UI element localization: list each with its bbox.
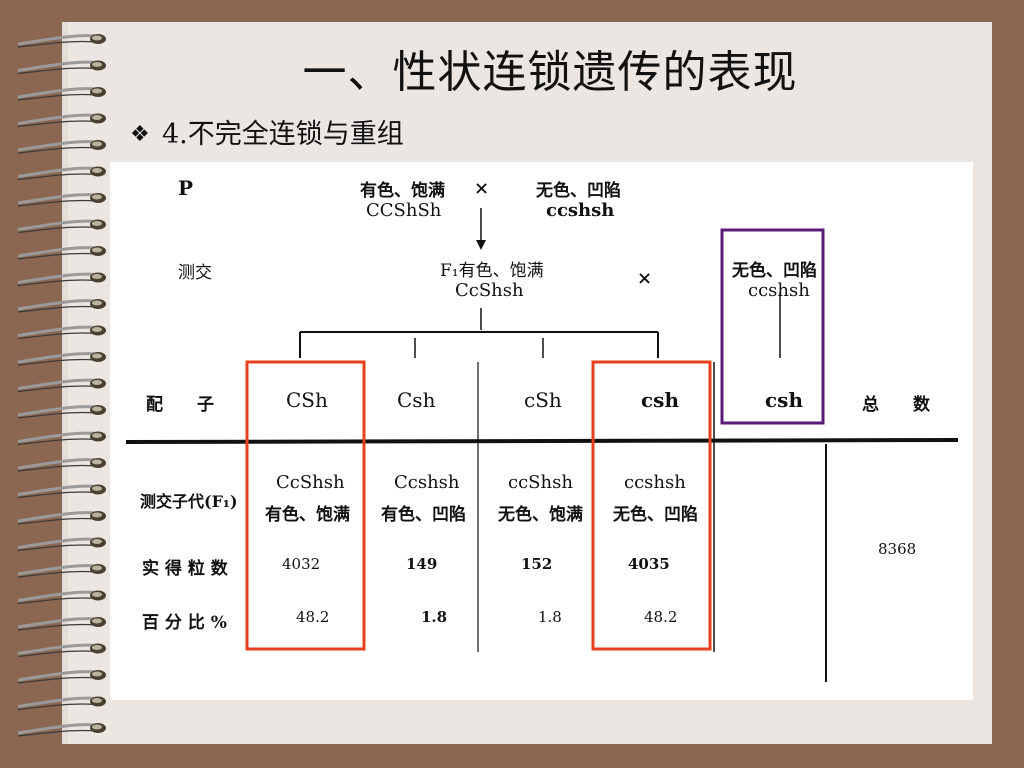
binding-ring-icon <box>17 193 106 207</box>
progeny-genotype-4: ccshsh <box>624 472 686 493</box>
cross-sign: × <box>474 178 490 199</box>
binding-ring-icon <box>17 166 106 181</box>
bullet-item: ❖ 4.不完全连锁与重组 <box>130 112 404 151</box>
slide-title: 一、性状连锁遗传的表现 <box>302 47 798 98</box>
figure-lines <box>125 208 959 682</box>
binding-ring-icon <box>17 670 106 684</box>
percent-4: 48.2 <box>644 608 678 626</box>
binding-ring-icon <box>17 537 106 552</box>
gamete-3: cSh <box>524 388 562 412</box>
progeny-genotype-3: ccShsh <box>508 472 573 493</box>
parent2-genotype: ccshsh <box>546 200 615 221</box>
binding-ring-icon <box>17 60 106 75</box>
f1-genotype: CcShsh <box>455 280 524 301</box>
percent-label: 百 分 比 % <box>142 613 227 633</box>
binding-ring-icon <box>17 378 106 393</box>
percent-1: 48.2 <box>296 608 330 626</box>
parent1-genotype: CCShSh <box>366 200 442 221</box>
binding-ring-icon <box>17 219 106 234</box>
binding-ring-icon <box>17 484 106 499</box>
total-count: 8368 <box>878 540 917 558</box>
highlight-box-csh-recessive <box>591 360 712 651</box>
testcross-sign: × <box>637 268 653 289</box>
count-4: 4035 <box>628 555 670 573</box>
highlight-box-csh-parental <box>245 360 366 651</box>
count-label: 实 得 粒 数 <box>142 559 228 579</box>
percent-3: 1.8 <box>538 608 562 626</box>
progeny-genotype-1: CcShsh <box>276 472 345 493</box>
binding-ring-icon <box>17 87 106 101</box>
bullet-text: 4.不完全连锁与重组 <box>162 119 404 150</box>
gamete-4: csh <box>641 388 679 412</box>
progeny-phenotype-4: 无色、凹陷 <box>613 505 698 525</box>
gamete-1: CSh <box>286 388 328 412</box>
testcross-label: 测交 <box>178 263 212 283</box>
binding-ring-icon <box>17 352 106 366</box>
progeny-label: 测交子代(F₁) <box>140 492 238 511</box>
progeny-phenotype-3: 无色、饱满 <box>498 505 583 525</box>
count-2: 149 <box>406 555 438 573</box>
binding-ring-icon <box>17 511 106 525</box>
binding-ring-icon <box>17 643 106 658</box>
linkage-figure: P 有色、饱满 CCShSh × 无色、凹陷 ccshsh 测交 F₁有色、饱满… <box>110 162 973 700</box>
tester-gamete: csh <box>765 388 803 412</box>
page-edge <box>62 22 70 744</box>
binding-ring-icon <box>17 696 106 711</box>
total-label: 总 数 <box>862 395 930 415</box>
binding-ring-icon <box>17 325 106 340</box>
binding-ring-icon <box>17 140 106 154</box>
tester-genotype: ccshsh <box>748 280 810 301</box>
binding-ring-icon <box>17 617 106 631</box>
binding-ring-icon <box>17 590 106 605</box>
binding-ring-icon <box>17 405 106 419</box>
count-1: 4032 <box>282 555 321 573</box>
binding-ring-icon <box>17 564 106 578</box>
gamete-2: Csh <box>397 388 436 412</box>
binding-ring-icon <box>17 431 106 446</box>
spiral-binding <box>17 34 106 737</box>
progeny-phenotype-1: 有色、饱满 <box>265 505 350 525</box>
highlight-box-tester <box>720 228 825 425</box>
binding-ring-icon <box>17 723 106 737</box>
gamete-label: 配 子 <box>146 395 214 415</box>
tester-traits: 无色、凹陷 <box>732 261 817 281</box>
progeny-genotype-2: Ccshsh <box>394 472 460 493</box>
table-main-rule <box>125 438 959 444</box>
binding-ring-icon <box>17 458 106 472</box>
parent1-traits: 有色、饱满 <box>360 181 445 201</box>
binding-ring-icon <box>17 299 106 313</box>
parent2-traits: 无色、凹陷 <box>536 181 621 201</box>
percent-2: 1.8 <box>421 608 448 626</box>
binding-ring-icon <box>17 272 106 287</box>
parent-label: P <box>178 176 194 200</box>
progeny-phenotype-2: 有色、凹陷 <box>381 505 466 525</box>
count-3: 152 <box>521 555 553 573</box>
binding-ring-icon <box>17 34 106 48</box>
down-arrow-icon <box>476 240 486 250</box>
diamond-bullet-icon: ❖ <box>130 122 150 147</box>
f1-traits: F₁有色、饱满 <box>440 261 544 281</box>
binding-ring-icon <box>17 113 106 128</box>
binding-ring-icon <box>17 246 106 260</box>
